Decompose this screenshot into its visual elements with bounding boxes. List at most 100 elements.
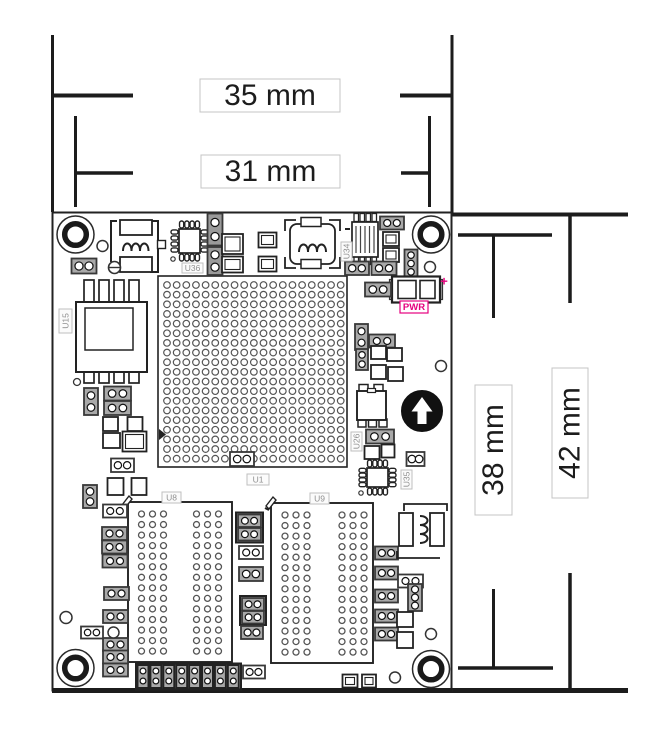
connector-2pin bbox=[374, 545, 399, 561]
via bbox=[423, 260, 437, 274]
connector-2pin bbox=[102, 637, 129, 652]
connector-2pin bbox=[238, 566, 264, 582]
pad-square bbox=[386, 347, 403, 362]
connector-2pin bbox=[237, 527, 262, 542]
connector-2pin-vertical bbox=[82, 484, 98, 509]
connector-2pin bbox=[102, 649, 129, 665]
pad-square bbox=[126, 416, 144, 432]
connector-2pin bbox=[240, 625, 264, 640]
connector-2pin bbox=[242, 664, 266, 680]
via bbox=[424, 627, 438, 641]
connector-2pin-vertical bbox=[355, 348, 369, 371]
mounting-hole bbox=[411, 649, 451, 689]
connector-2pin bbox=[374, 626, 399, 642]
frame bbox=[239, 595, 267, 626]
pad-square bbox=[102, 432, 121, 449]
soic-u15 bbox=[72, 279, 148, 387]
connector-2pin bbox=[374, 565, 399, 581]
refdes-label-u35: U35 bbox=[400, 469, 413, 490]
refdes-label-u15: U15 bbox=[58, 308, 73, 334]
shielded-inductor bbox=[284, 216, 341, 270]
connector-2pin bbox=[103, 586, 130, 601]
silkscreen-plus-mark: + bbox=[440, 274, 448, 289]
svg-text:PWR: PWR bbox=[403, 302, 425, 313]
connector-2pin-vertical bbox=[354, 323, 369, 351]
pad-square bbox=[380, 443, 396, 459]
via bbox=[388, 671, 402, 684]
connector-2pin bbox=[103, 385, 132, 402]
connector-2pin bbox=[370, 260, 398, 276]
connector-2pin bbox=[344, 260, 370, 276]
svg-text:U9: U9 bbox=[314, 494, 325, 504]
pad-square bbox=[363, 445, 381, 460]
svg-text:U35: U35 bbox=[402, 471, 412, 487]
connector-2pin bbox=[101, 526, 128, 541]
pad-square bbox=[121, 430, 148, 453]
qfn-chip bbox=[358, 459, 397, 496]
connector-2pin bbox=[241, 610, 265, 625]
silkscreen-pwr-label: PWR bbox=[399, 300, 429, 314]
svg-text:U26: U26 bbox=[352, 433, 362, 449]
connector-2pin bbox=[379, 215, 405, 231]
frame bbox=[235, 511, 264, 544]
connector-3pin-vertical bbox=[403, 248, 419, 279]
refdes-label-u1: U1 bbox=[246, 473, 270, 486]
mounting-hole bbox=[56, 648, 95, 688]
via bbox=[434, 359, 448, 373]
svg-text:U15: U15 bbox=[61, 313, 71, 329]
pad-square bbox=[387, 366, 404, 382]
connector-2pin-vertical bbox=[83, 387, 99, 416]
connector-2pin bbox=[103, 400, 132, 416]
pad-square bbox=[257, 231, 278, 249]
pin1-marker bbox=[264, 495, 277, 511]
connector-2pin bbox=[70, 257, 98, 275]
pad-square bbox=[370, 364, 387, 380]
pad-square bbox=[341, 673, 359, 689]
connector-2pin bbox=[101, 539, 128, 555]
connector-2pin bbox=[80, 625, 104, 640]
pad-square bbox=[106, 477, 125, 496]
pad-square bbox=[396, 611, 414, 628]
dimension-lines bbox=[51, 35, 628, 693]
dim-value-hole-spacing-x: 31 mm bbox=[225, 155, 317, 188]
dim-label-42mm: 42 mm bbox=[551, 367, 589, 499]
via bbox=[59, 610, 120, 639]
connector-2pin bbox=[238, 545, 264, 560]
dim-label-35mm: 35 mm bbox=[199, 78, 341, 113]
svg-text:U1: U1 bbox=[253, 475, 264, 485]
svg-text:U36: U36 bbox=[185, 263, 201, 273]
via bbox=[96, 239, 109, 253]
svg-text:U34: U34 bbox=[342, 243, 352, 259]
power-connector bbox=[388, 275, 444, 304]
refdes-label-u36: U36 bbox=[181, 262, 204, 274]
pad-square bbox=[361, 673, 377, 689]
dil-module bbox=[127, 501, 233, 663]
connector-2pin bbox=[110, 457, 135, 473]
screw-pad bbox=[107, 260, 122, 275]
qfn-chip bbox=[170, 220, 209, 262]
sot-transistor bbox=[356, 383, 388, 428]
board-components bbox=[56, 212, 451, 691]
pad-square bbox=[257, 255, 278, 273]
connector-2pin bbox=[374, 608, 399, 624]
connector-2pin-vertical bbox=[206, 212, 224, 247]
pad-square bbox=[396, 631, 414, 649]
connector-2pin bbox=[102, 503, 128, 519]
connector-2pin bbox=[405, 451, 426, 467]
connector-2pin bbox=[102, 609, 129, 624]
crystal-vertical bbox=[396, 503, 448, 559]
dim-value-hole-spacing-y: 38 mm bbox=[477, 404, 510, 496]
refdes-label-u8: U8 bbox=[161, 491, 182, 504]
svg-text:U8: U8 bbox=[166, 493, 177, 503]
connector-2pin bbox=[237, 513, 262, 528]
connector-3pin-vertical bbox=[407, 583, 423, 612]
refdes-label-u26: U26 bbox=[350, 431, 363, 452]
dim-value-board-width: 35 mm bbox=[224, 79, 316, 112]
pad-square bbox=[370, 345, 387, 360]
dim-label-38mm: 38 mm bbox=[474, 384, 513, 516]
connector-2pin bbox=[364, 281, 392, 298]
pad-square bbox=[102, 416, 119, 432]
mounting-hole bbox=[56, 215, 95, 254]
